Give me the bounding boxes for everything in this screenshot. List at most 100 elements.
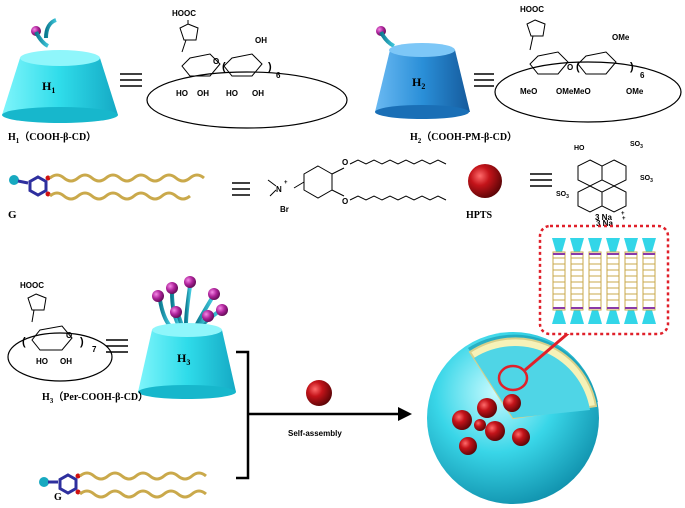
h2-n-subscript: 6 xyxy=(640,71,645,80)
h1-caption-main: H xyxy=(8,132,16,143)
zoom-inset: 3 Na + xyxy=(538,211,670,336)
h3-structure: HOOC () 7 O HO OH xyxy=(7,281,113,382)
combine-bracket xyxy=(236,350,398,480)
svg-text:SO3: SO3 xyxy=(640,175,653,184)
h3-cup-body xyxy=(138,330,236,392)
g-plus: + xyxy=(284,180,288,186)
h2-cup-body xyxy=(375,50,470,112)
hpts-ho: HO xyxy=(574,145,585,152)
h1-oh1: HO xyxy=(176,89,188,98)
h1-cup-sub: 1 xyxy=(51,86,55,95)
h1-cup-label: H xyxy=(42,79,52,93)
equiv-sign-h2 xyxy=(474,73,494,87)
svg-text:HO: HO xyxy=(36,357,48,366)
h3-caption-rest: （Per-COOH-β-CD） xyxy=(53,390,148,403)
self-assembly-label: Self-assembly xyxy=(288,429,342,438)
h2-handle xyxy=(379,31,395,48)
zoom-counter-sup: + xyxy=(621,211,625,217)
hpts-so3-c-sub: 3 xyxy=(566,194,569,200)
h3-cup-label: H xyxy=(177,351,187,365)
zoom-counter-ion: 3 Na xyxy=(595,213,612,222)
h2-ome1: OMe xyxy=(612,33,630,42)
h1-o: O xyxy=(213,57,219,66)
svg-text:OH: OH xyxy=(60,357,72,366)
h1-oh5: OH xyxy=(255,36,267,45)
hpts-so3-a: SO xyxy=(630,141,641,148)
h2-caption-main: H xyxy=(410,132,418,143)
h1-caption-rest: （COOH-β-CD） xyxy=(19,130,96,143)
h1-oh3: HO xyxy=(226,89,238,98)
hpts-counter-ion: 3 Na xyxy=(596,219,613,228)
h3-hooc: HOOC xyxy=(20,281,44,290)
g-alkyl-chain-top xyxy=(49,173,205,183)
h1-handle xyxy=(44,18,57,39)
equiv-sign-g xyxy=(232,182,250,196)
g-br: Br xyxy=(280,205,289,214)
hpts-so3-c: SO xyxy=(556,191,567,198)
h1-hooc: HOOC xyxy=(172,9,196,18)
h3-cup: H3 xyxy=(138,276,236,399)
hpts-structure: HO SO3 SO3 SO3 3 Na + xyxy=(556,141,653,228)
svg-text:H3: H3 xyxy=(177,351,190,367)
g-guest-model-bottom: G xyxy=(39,471,207,503)
equiv-sign-h1 xyxy=(120,73,142,87)
h2-cup-sub: 2 xyxy=(421,82,425,91)
g-label: G xyxy=(8,209,17,221)
h2-cup-label: H xyxy=(412,75,422,89)
svg-text:SO3: SO3 xyxy=(556,191,569,200)
h2-caption: H2（COOH-PM-β-CD） xyxy=(410,130,517,145)
h1-oh2: OH xyxy=(197,89,209,98)
h1-cup: H1 xyxy=(2,18,118,123)
svg-text:O: O xyxy=(66,331,72,340)
h2-hooc: HOOC xyxy=(520,5,544,14)
h3-caption-main: H xyxy=(42,392,50,403)
h1-structure: HOOC O HO OH HO OH OH 6 () xyxy=(146,9,348,129)
svg-text:): ) xyxy=(268,61,272,73)
g2-label: G xyxy=(54,492,62,503)
hpts-so3-a-sub: 3 xyxy=(640,144,643,150)
g-alkyl-chain-bottom xyxy=(49,191,191,201)
vesicle-sphere xyxy=(427,328,599,504)
h1-caption-sub: 1 xyxy=(16,137,20,145)
h2-structure: HOOC O OMe MeO OMeMeO OMe 6 () xyxy=(494,5,682,123)
h2-caption-sub: 2 xyxy=(418,137,422,145)
svg-text:(: ( xyxy=(576,61,580,73)
g-n-plus: N xyxy=(276,185,282,194)
svg-text:O: O xyxy=(342,158,348,167)
h2-cup: H2 xyxy=(375,26,470,119)
h2-ome3: OMeMeO xyxy=(556,87,591,96)
h2-ome2: MeO xyxy=(520,87,537,96)
h3-caption: H3（Per-COOH-β-CD） xyxy=(42,390,148,405)
svg-text:SO3: SO3 xyxy=(630,141,643,150)
h3-cup-sub: 3 xyxy=(186,358,190,367)
encapsulated-hpts xyxy=(452,394,530,455)
svg-text:O: O xyxy=(342,197,348,206)
self-assembly-arrow xyxy=(398,407,412,421)
svg-text:H1: H1 xyxy=(42,79,55,95)
svg-text:): ) xyxy=(630,61,634,73)
zoom-line xyxy=(524,328,573,372)
svg-text:O: O xyxy=(567,63,573,72)
hpts-so3-b-sub: 3 xyxy=(650,178,653,184)
svg-text:): ) xyxy=(80,336,84,348)
g-structure: O O N + Br xyxy=(267,158,447,214)
h2-ome4: OMe xyxy=(626,87,644,96)
hpts-so3-b: SO xyxy=(640,175,651,182)
hpts-ball: HPTS xyxy=(466,164,502,221)
h2-caption-rest: （COOH-PM-β-CD） xyxy=(421,130,517,143)
h1-oh4: OH xyxy=(252,89,264,98)
h1-caption: H1（COOH-β-CD） xyxy=(8,130,96,145)
h3-n-subscript: 7 xyxy=(92,345,97,354)
svg-text:(: ( xyxy=(22,336,26,348)
h1-cup-body xyxy=(2,58,118,115)
hpts-ball-on-arrow xyxy=(306,380,332,406)
hpts-label: HPTS xyxy=(466,210,493,221)
h1-n-subscript: 6 xyxy=(276,71,281,80)
h3-caption-sub: 3 xyxy=(50,397,54,405)
zoom-circle xyxy=(497,364,529,392)
svg-text:(: ( xyxy=(222,61,226,73)
g-guest-model: G xyxy=(8,173,205,221)
equiv-sign-hpts xyxy=(530,173,552,187)
svg-text:H2: H2 xyxy=(412,75,425,91)
